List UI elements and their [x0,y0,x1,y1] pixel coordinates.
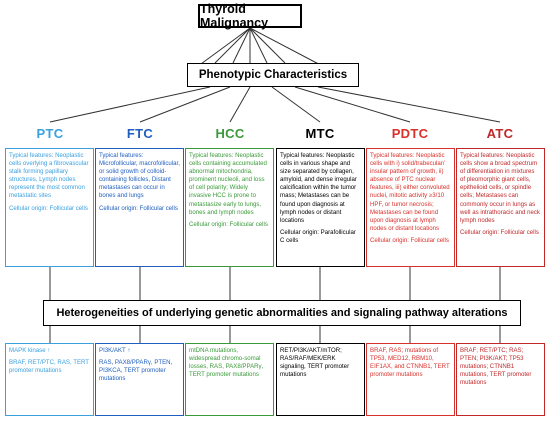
mutations-box-ftc: PI3K/AKT ↑ RAS, PAX8/PPARγ, PTEN, PI3KCA… [95,343,184,416]
features-text-pdtc: Typical features: Neoplastic cells with … [370,152,450,232]
label-hcc: HCC [215,126,245,141]
mutations-genes-ptc: BRAF, RET/PTC, RAS, TERT promoter mutati… [9,359,89,375]
label-atc: ATC [486,126,514,141]
label-mtc: MTC [305,126,335,141]
mutations-pathway-ftc: PI3K/AKT ↑ [99,347,131,354]
fan-line-2 [214,27,251,64]
connector-pheno-to-hcc [229,86,251,123]
mutations-pathway-mtc: RET/PI3K/AKT/mTOR; RAS/RAF/MEK/ERK signa… [280,347,350,379]
mutations-pathway-hcc: mtDNA mutations, widespread chromo-somal… [189,347,264,379]
mutations-box-hcc: mtDNA mutations, widespread chromo-somal… [185,343,274,416]
mutations-genes-ftc: RAS, PAX8/PPARγ, PTEN, PI3KCA, TERT prom… [99,359,173,383]
label-pdtc: PDTC [391,126,429,141]
features-box-ftc: Typical features: Microfollicular, macro… [95,148,184,267]
features-text-hcc: Typical features: Neoplastic cells conta… [189,152,267,216]
heterogeneities-box: Heterogeneities of underlying genetic ab… [43,300,521,326]
connector-pheno-to-mtc [271,86,321,123]
features-box-atc: Typical features: Neoplastic cells show … [456,148,545,267]
features-box-hcc: Typical features: Neoplastic cells conta… [185,148,274,267]
features-text-mtc: Typical features: Neoplastic cells in va… [280,152,357,224]
features-text-atc: Typical features: Neoplastic cells show … [460,152,540,224]
mutations-pathway-ptc: MAPK kinase ↑ [9,347,51,354]
fan-line-5 [249,27,286,64]
features-box-ptc: Typical features: Neoplastic cells overl… [5,148,94,267]
label-ftc: FTC [126,126,154,141]
mutations-pathway-atc: BRAF; RET/PTC; RAS; PTEN; PI3K/AKT; TP53… [460,347,532,387]
origin-text-pdtc: Cellular origin: Follicular cells [370,236,449,244]
connector-pheno-to-ptc [49,86,211,123]
mutations-box-pdtc: BRAF, RAS; mutations of TP53, MED12, RBM… [366,343,455,416]
mutations-box-ptc: MAPK kinase ↑ BRAF, RET/PTC, RAS, TERT p… [5,343,94,416]
mutations-box-atc: BRAF; RET/PTC; RAS; PTEN; PI3K/AKT; TP53… [456,343,545,416]
origin-text-ftc: Cellular origin: Follicular cells [99,204,178,212]
connector-pheno-to-atc [317,86,501,123]
origin-text-hcc: Cellular origin: Follicular cells [189,220,268,228]
fan-line-4 [249,27,268,64]
features-text-ptc: Typical features: Neoplastic cells overl… [9,152,89,200]
origin-text-atc: Cellular origin: Follicular cells [460,228,539,236]
mutations-box-mtc: RET/PI3K/AKT/mTOR; RAS/RAF/MEK/ERK signa… [276,343,365,416]
features-text-ftc: Typical features: Microfollicular, macro… [99,152,180,200]
title-box: Thyroid Malignancy [198,2,302,30]
origin-text-ptc: Cellular origin: Follicular cells [9,204,88,212]
connector-pheno-to-pdtc [294,86,411,123]
label-ptc: PTC [36,126,64,141]
mutations-pathway-pdtc: BRAF, RAS; mutations of TP53, MED12, RBM… [370,347,450,379]
connector-pheno-to-ftc [139,86,231,123]
fan-line-3 [232,27,251,64]
features-box-mtc: Typical features: Neoplastic cells in va… [276,148,365,267]
features-box-pdtc: Typical features: Neoplastic cells with … [366,148,455,267]
origin-text-mtc: Cellular origin: Parafollicular C cells [280,228,356,244]
phenotypic-characteristics-box: Phenotypic Characteristics [187,63,359,87]
